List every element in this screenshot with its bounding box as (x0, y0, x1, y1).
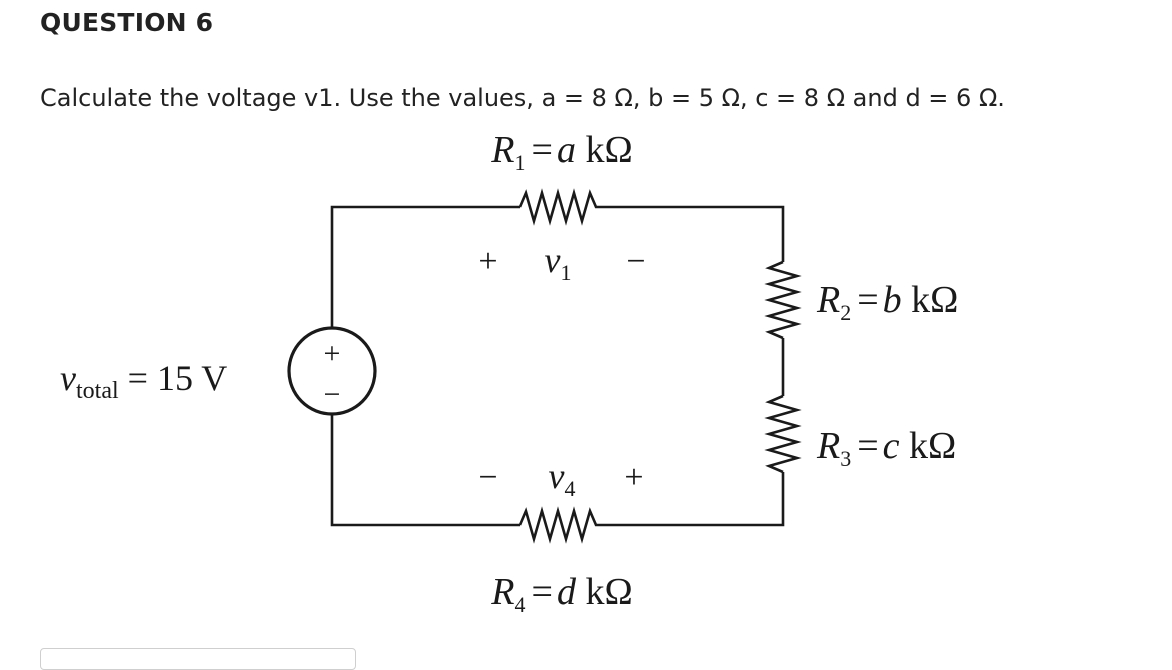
source-minus-sign: − (324, 378, 341, 411)
circuit-diagram: + − R1=a kΩ + v1 − R2=b kΩ R3=c kΩ vtota… (60, 129, 958, 617)
r2-label: R2=b kΩ (816, 279, 958, 325)
answer-input[interactable] (40, 648, 356, 670)
v1-minus-sign: − (626, 243, 645, 280)
resistor-r2-symbol (764, 260, 802, 340)
v4-minus-sign: − (478, 459, 497, 496)
resistor-r1-symbol (518, 188, 600, 226)
r3-label: R3=c kΩ (816, 425, 956, 471)
top-wire (330, 205, 785, 340)
question-prompt: Calculate the voltage v1. Use the values… (40, 84, 1005, 112)
resistor-r3-symbol (764, 394, 802, 474)
resistor-r4-symbol (518, 506, 600, 544)
v1-label: v1 (545, 240, 572, 285)
r1-label: R1=a kΩ (490, 129, 632, 175)
right-wire (330, 338, 785, 527)
voltage-source-symbol (287, 326, 377, 416)
v4-label: v4 (549, 456, 576, 501)
v1-plus-sign: + (478, 243, 497, 280)
source-label: vtotal = 15 V (60, 358, 227, 404)
v4-plus-sign: + (624, 459, 643, 496)
question-header: QUESTION 6 (40, 8, 214, 37)
source-plus-sign: + (324, 337, 341, 370)
r4-label: R4=d kΩ (490, 571, 632, 617)
